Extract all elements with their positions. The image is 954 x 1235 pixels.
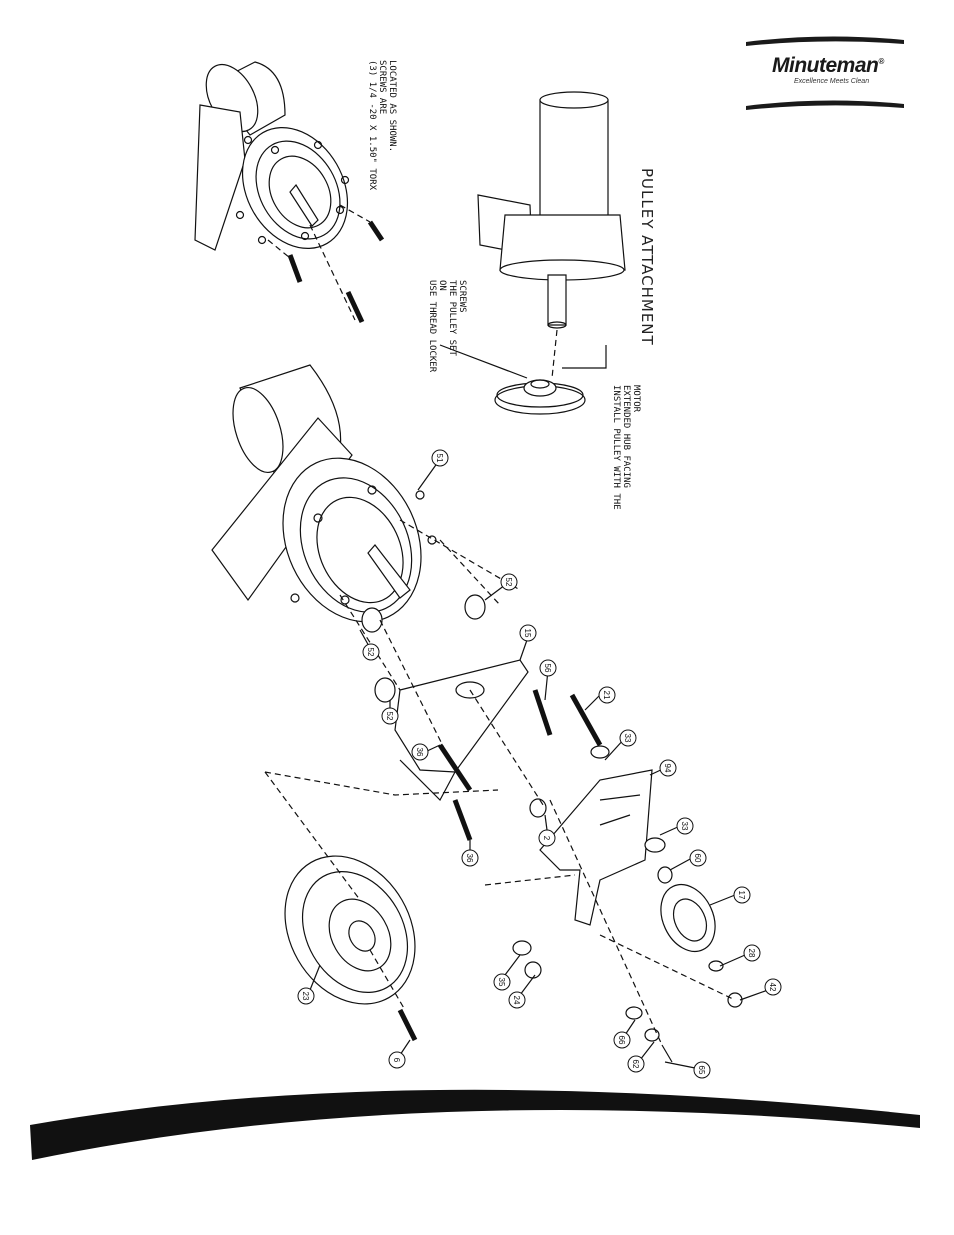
thread-locker-note: USE THREAD LOCKER ON THE PULLEY SET SCRE… bbox=[427, 280, 467, 373]
callout-number: 62 bbox=[631, 1060, 640, 1069]
callout-number: 33 bbox=[623, 734, 632, 743]
torx-note-line: LOCATED AS SHOWN. bbox=[387, 60, 397, 152]
callout-number: 52 bbox=[385, 712, 394, 721]
callout-number: 28 bbox=[747, 949, 756, 958]
thread-locker-note-line: SCREWS bbox=[457, 280, 467, 313]
callout-number: 6 bbox=[392, 1058, 401, 1063]
thread-locker-note-line: THE PULLEY SET bbox=[447, 280, 457, 356]
logo-tagline: Excellence Meets Clean bbox=[794, 78, 870, 85]
callout-number: 2 bbox=[542, 836, 551, 841]
callout-number: 23 bbox=[301, 992, 310, 1001]
pulley-attachment-motor bbox=[439, 91, 626, 415]
install-pulley-note: INSTALL PULLEY WITH THE EXTENDED HUB FAC… bbox=[611, 385, 641, 510]
callout-number: 66 bbox=[617, 1036, 626, 1045]
large-pulley bbox=[284, 855, 416, 1005]
callout-number: 36 bbox=[465, 854, 474, 863]
callout-number: 35 bbox=[497, 978, 506, 987]
callout-number: 52 bbox=[366, 648, 375, 657]
logo-wordmark: Minuteman® bbox=[772, 54, 884, 77]
torx-note-line: (3) 1/4 -20 X 1.50" TORX bbox=[367, 60, 377, 191]
small-motor-assembly bbox=[194, 61, 385, 324]
thread-locker-note-line: USE THREAD LOCKER bbox=[427, 280, 437, 373]
minuteman-logo: Minuteman® Excellence Meets Clean bbox=[744, 30, 906, 112]
callout-number: 65 bbox=[697, 1066, 706, 1075]
callout-number: 56 bbox=[543, 664, 552, 673]
footer-swoosh-graphic bbox=[30, 1089, 920, 1160]
callout-number: 60 bbox=[693, 854, 702, 863]
torx-note-line: SCREWS ARE bbox=[377, 60, 387, 114]
callout-number: 42 bbox=[768, 983, 777, 992]
callout-number: 52 bbox=[504, 578, 513, 587]
logo-swoosh-graphic bbox=[746, 36, 904, 110]
callout-number: 21 bbox=[602, 691, 611, 700]
diagram-title: PULLEY ATTACHMENT bbox=[638, 168, 656, 346]
idler-arm bbox=[484, 769, 653, 926]
torx-screw-note: (3) 1/4 -20 X 1.50" TORX SCREWS ARE LOCA… bbox=[367, 60, 397, 191]
callout-number: 36 bbox=[415, 748, 424, 757]
callout-bubbles bbox=[297, 449, 782, 1079]
install-pulley-note-line: EXTENDED HUB FACING bbox=[621, 385, 631, 488]
main-motor bbox=[211, 364, 437, 623]
callout-numbers: 51 52 52 52 15 56 21 36 33 2 94 36 33 60… bbox=[301, 454, 777, 1075]
callout-number: 51 bbox=[435, 454, 444, 463]
thread-locker-note-line: ON bbox=[437, 280, 447, 291]
callout-number: 17 bbox=[737, 891, 746, 900]
callout-number: 94 bbox=[663, 764, 672, 773]
mounting-bracket bbox=[264, 659, 529, 801]
callout-number: 24 bbox=[512, 996, 521, 1005]
callout-number: 15 bbox=[523, 629, 532, 638]
install-pulley-note-line: INSTALL PULLEY WITH THE bbox=[611, 385, 621, 510]
install-pulley-note-line: MOTOR bbox=[631, 385, 641, 413]
callout-number: 33 bbox=[680, 822, 689, 831]
